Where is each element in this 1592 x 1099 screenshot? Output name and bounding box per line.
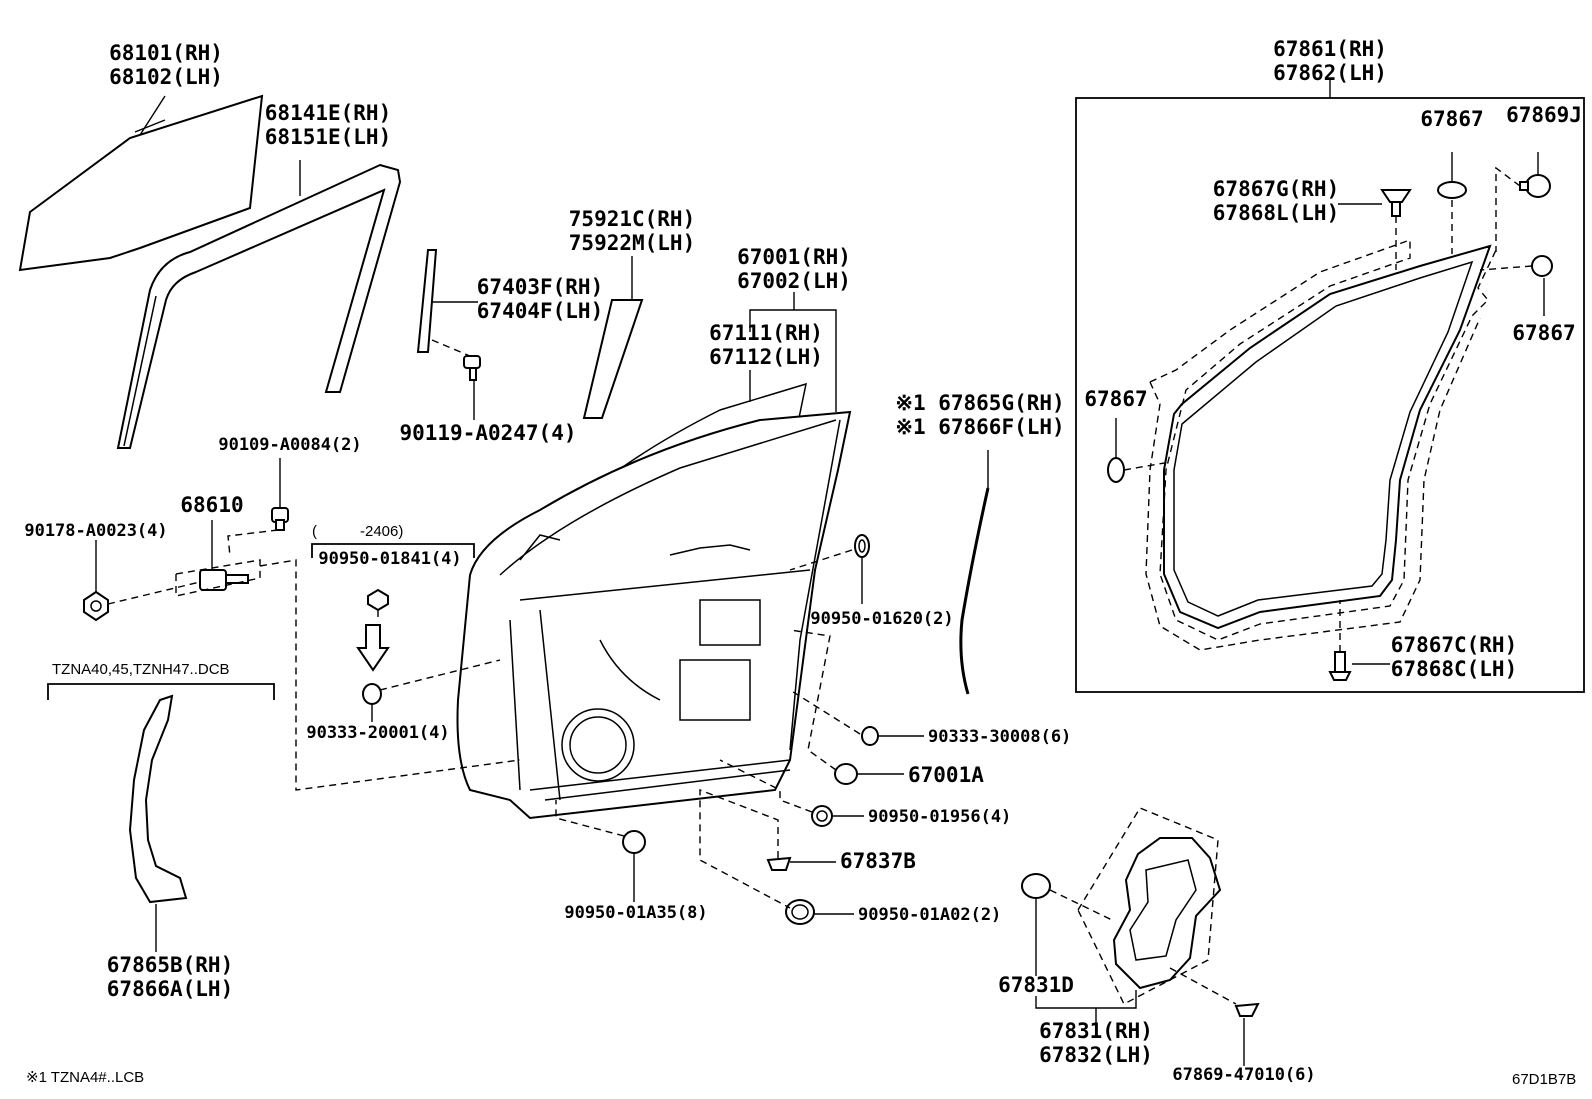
part-label-seal-67865b: 67866A(LH): [107, 977, 233, 1001]
part-label-glass-run: 68141E(RH): [265, 101, 391, 125]
part-label-clip-67869-47010: 67869-47010(6): [1172, 1065, 1315, 1085]
clip-67867-top-part: [1437, 181, 1467, 199]
part-label-clip-67867g: 67868L(LH): [1213, 201, 1339, 225]
part-label-door-panel: 67002(LH): [737, 269, 851, 293]
part-label-tape-75921: 75922M(LH): [569, 231, 695, 255]
weatherstrip-part: [1163, 244, 1492, 630]
plug-01956-part: [811, 805, 833, 827]
plug-01620-part: [854, 534, 870, 558]
part-label-plug-90950-01a35: 90950-01A35(8): [564, 903, 707, 923]
seal-67865b-part: [128, 694, 188, 904]
plug-01a02-part: [785, 899, 815, 925]
part-labels: 68101(RH)68102(LH) 68141E(RH)68151E(LH) 67…: [24, 37, 1582, 1085]
part-label-nut-90178: 90178-A0023(4): [24, 521, 167, 541]
range-value: -2406): [360, 523, 403, 540]
clip-67867-right-part: [1531, 255, 1553, 277]
frame-moulding-part: [416, 249, 438, 353]
part-label-screw-90119: 90119-A0247(4): [399, 421, 576, 445]
part-label-clip-67831d: 67831D: [998, 973, 1074, 997]
part-label-cover-67831: 67831(RH): [1039, 1019, 1153, 1043]
part-label-weatherstrip: 67861(RH): [1273, 37, 1387, 61]
door-glass: [18, 94, 264, 272]
part-label-door-panel: 67001(RH): [737, 245, 851, 269]
plug-20001-part: [362, 683, 382, 705]
part-label-plug-67001a: 67001A: [908, 763, 984, 787]
nut-90178-part: [83, 590, 109, 622]
part-label-bolt-90109: 90109-A0084(2): [218, 435, 361, 455]
direction-arrow: [356, 624, 390, 672]
clip-67867g-part: [1380, 189, 1412, 217]
screw-90119-part: [463, 355, 481, 381]
part-label-cover-67831: 67832(LH): [1039, 1043, 1153, 1067]
part-label-glass-run: 68151E(LH): [265, 125, 391, 149]
part-label-plug-90333-30008: 90333-30008(6): [928, 727, 1071, 747]
part-label-stopper-68610: 68610: [180, 493, 243, 517]
part-label-plug-90950-01956: 90950-01956(4): [868, 807, 1011, 827]
door-check-part: [199, 569, 249, 591]
clip-67837b-part: [766, 856, 792, 871]
part-label-frame-moulding: 67403F(RH): [477, 275, 603, 299]
cover-67831-part: [1112, 837, 1222, 990]
part-label-glass: 68101(RH): [109, 41, 223, 65]
leader-lines: [47, 80, 1585, 1066]
part-label-clip-67867-top: 67867: [1420, 107, 1483, 131]
footnote: ※1 TZNA4#..LCB: [26, 1069, 144, 1086]
part-label-frame-moulding: 67404F(LH): [477, 299, 603, 323]
model-group-note: TZNA40,45,TZNH47..DCB: [52, 661, 230, 678]
part-label-plug-90950-01a02: 90950-01A02(2): [858, 905, 1001, 925]
part-label-clip-67869j: 67869J: [1506, 103, 1582, 127]
part-label-strip-67865g: ※1 67866F(LH): [895, 415, 1064, 439]
clip-47010-part: [1234, 1002, 1260, 1017]
clip-67869j-part: [1519, 174, 1551, 198]
plug-01a35-part: [622, 830, 646, 854]
diagram-code: 67D1B7B: [1512, 1071, 1576, 1088]
clip-67831d-part: [1021, 873, 1051, 899]
part-label-clip-67867-left: 67867: [1084, 387, 1147, 411]
clip-67867c-part: [1328, 651, 1352, 681]
door-shell: [456, 410, 852, 820]
part-label-plug-90950-01620: 90950-01620(2): [810, 609, 953, 629]
bolt-90109-part: [271, 507, 289, 531]
clip-67867-left-part: [1107, 457, 1125, 483]
part-label-plug-90950-01841: 90950-01841(4): [318, 549, 461, 569]
part-label-clip-67867g: 67867G(RH): [1213, 177, 1339, 201]
part-label-weatherstrip: 67862(LH): [1273, 61, 1387, 85]
part-label-clip-67837b: 67837B: [840, 849, 916, 873]
part-label-clip-67867c: 67868C(LH): [1391, 657, 1517, 681]
part-label-glass: 68102(LH): [109, 65, 223, 89]
part-label-strip-67865g: ※1 67865G(RH): [895, 391, 1064, 415]
plug-01841-part: [367, 588, 389, 612]
glass-run-channel: [116, 163, 402, 449]
part-label-tape-75921: 75921C(RH): [569, 207, 695, 231]
plug-30008-part: [861, 726, 879, 746]
part-label-clip-67867-right: 67867: [1512, 321, 1575, 345]
part-label-clip-67867c: 67867C(RH): [1391, 633, 1517, 657]
part-label-seal-67865b: 67865B(RH): [107, 953, 233, 977]
part-label-plug-90333-20001: 90333-20001(4): [306, 723, 449, 743]
strip-67865g-part: [959, 487, 990, 695]
range-paren: (: [312, 523, 317, 540]
part-label-outer-panel: 67112(LH): [709, 345, 823, 369]
part-label-outer-panel: 67111(RH): [709, 321, 823, 345]
plug-67001a-part: [834, 763, 858, 785]
